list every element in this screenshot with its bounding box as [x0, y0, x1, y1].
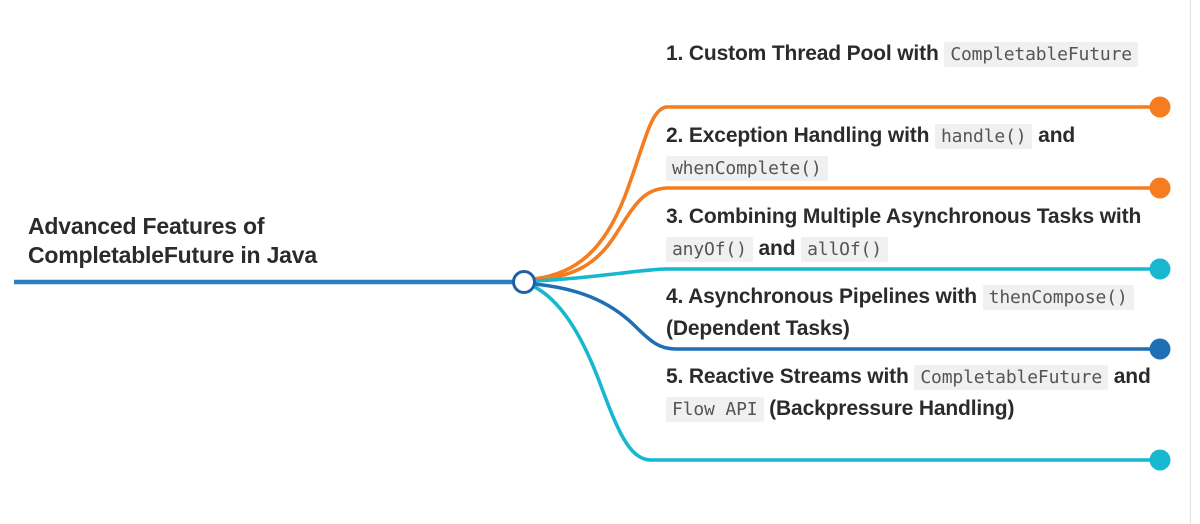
branch-4-code-1: thenCompose() [982, 285, 1134, 310]
root-node[interactable]: Advanced Features of CompletableFuture i… [28, 212, 498, 271]
branch-endpoint-dot-5[interactable] [1149, 449, 1171, 471]
branch-curve-4 [532, 282, 1152, 351]
branch-label-2[interactable]: 2. Exception Handling with handle() and … [666, 120, 1186, 183]
branch-curve-5 [531, 284, 1152, 462]
branch-label-3[interactable]: 3. Combining Multiple Asynchronous Tasks… [666, 201, 1186, 264]
branch-curve-2 [532, 186, 1152, 282]
branch-label-5[interactable]: 5. Reactive Streams with CompletableFutu… [666, 361, 1186, 424]
central-hub-node[interactable] [512, 270, 536, 294]
branch-label-1[interactable]: 1. Custom Thread Pool with CompletableFu… [666, 38, 1186, 70]
branch-5-code-1: CompletableFuture [914, 365, 1109, 390]
branch-5-text-1: 5. Reactive Streams with [666, 365, 915, 388]
branch-2-text-1: 2. Exception Handling with [666, 124, 935, 147]
branch-3-text-1: 3. Combining Multiple Asynchronous Tasks… [666, 205, 1142, 228]
branch-endpoint-dot-4[interactable] [1149, 338, 1171, 360]
branch-curve-3 [533, 267, 1152, 283]
branch-4-text-1: 4. Asynchronous Pipelines with [666, 285, 983, 308]
branch-3-code-2: allOf() [801, 236, 888, 262]
branch-endpoint-dot-3[interactable] [1149, 258, 1171, 280]
branch-endpoint-dot-2[interactable] [1149, 177, 1171, 199]
branch-2-code-2: whenComplete() [666, 155, 828, 181]
branch-2-text-2: and [1032, 124, 1076, 147]
branch-label-4[interactable]: 4. Asynchronous Pipelines with thenCompo… [666, 281, 1186, 344]
branch-5-code-2: Flow API [666, 396, 764, 422]
branch-curve-1 [532, 105, 1152, 281]
branch-1-code-1: CompletableFuture [944, 42, 1138, 67]
branch-1-text-1: 1. Custom Thread Pool with [666, 42, 945, 65]
branch-4-text-2: (Dependent Tasks) [666, 316, 850, 340]
page-right-border [1190, 0, 1191, 524]
branch-3-code-1: anyOf() [666, 236, 753, 262]
branch-endpoint-dot-1[interactable] [1149, 96, 1171, 118]
branch-3-text-2: and [752, 236, 802, 260]
branch-5-text-3: (Backpressure Handling) [763, 396, 1015, 420]
root-node-title: Advanced Features of CompletableFuture i… [28, 213, 317, 269]
branch-2-code-1: handle() [934, 124, 1033, 149]
branch-5-text-2: and [1108, 365, 1151, 388]
